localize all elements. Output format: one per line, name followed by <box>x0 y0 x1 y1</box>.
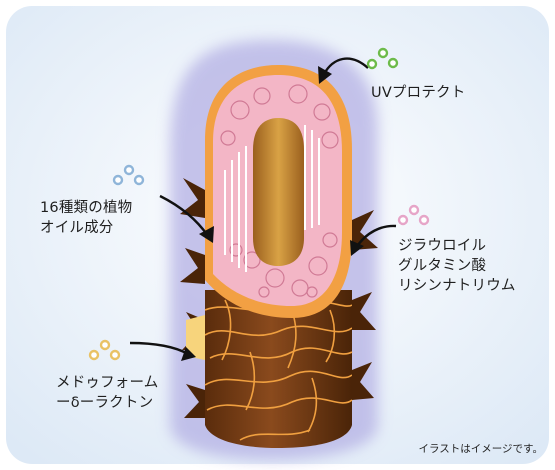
oil-label-line-1: 16種類の植物 <box>40 200 133 216</box>
dots-meadowfoam <box>88 339 121 361</box>
glutamate-label-line-1: ジラウロイル <box>398 238 487 254</box>
cortex-cells <box>220 84 339 298</box>
meadowfoam-label-line-1: メドゥフォーム <box>56 375 159 391</box>
fiber-lines <box>224 125 320 272</box>
glutamate-label-line-3: リシンナトリウム <box>398 278 516 294</box>
cuticle-scales <box>204 299 353 441</box>
meadowfoam-label-line-2: ーδーラクトン <box>56 395 154 411</box>
dots-uv <box>366 47 399 70</box>
uv-arrow <box>322 57 369 75</box>
plant-oil-label: 16種類の植物 オイル成分 <box>40 198 132 238</box>
meadowfoam-patch <box>186 315 205 360</box>
glutamate-label-line-2: グルタミン酸 <box>398 258 487 274</box>
glutamate-label: ジラウロイル グルタミン酸 リシンナトリウム <box>398 236 516 296</box>
meadowfoam-arrow <box>129 341 189 356</box>
uv-protect-label: UVプロテクト <box>371 83 465 103</box>
dots-oil <box>112 164 145 186</box>
dots-glutamate <box>397 204 430 226</box>
medulla <box>253 118 304 266</box>
arrowheads <box>181 66 364 361</box>
oil-label-line-2: オイル成分 <box>40 220 114 236</box>
meadowfoam-label: メドゥフォーム ーδーラクトン <box>56 373 158 413</box>
illustration-note: イラストはイメージです。 <box>418 443 543 455</box>
uv-label-line: UVプロテクト <box>371 85 466 101</box>
